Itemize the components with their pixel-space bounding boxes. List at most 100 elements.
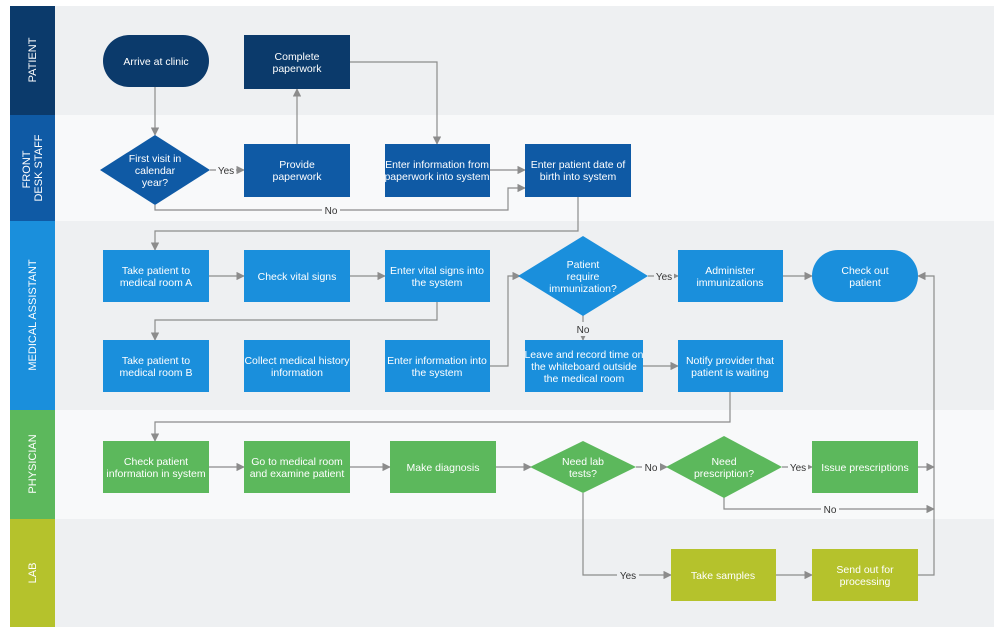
node-label-line: medical room A	[120, 277, 192, 289]
node-label-line: the system	[412, 277, 463, 289]
node-label-line: Check out	[841, 265, 888, 277]
node-label-check-vitals: Check vital signs	[258, 271, 337, 283]
lane-header-front-desk	[10, 115, 55, 221]
edge-notify-to-check-info	[150, 392, 731, 442]
node-label-line: information in system	[106, 468, 205, 480]
node-label-line: Administer	[705, 265, 755, 277]
edge-label-bg	[216, 163, 236, 177]
node-take-room-b	[103, 340, 209, 392]
lane-header-lab	[10, 519, 55, 627]
node-take-room-a	[103, 250, 209, 302]
edge-label-yes-rx: Yes	[790, 463, 806, 474]
edge-need-lab-yes	[582, 493, 672, 580]
node-label-line: Take samples	[691, 570, 755, 582]
edge-label-bg	[654, 269, 674, 283]
node-go-to-room	[244, 441, 350, 493]
node-label-line: paperwork	[272, 63, 322, 75]
node-label-arrive-at-clinic: Arrive at clinic	[123, 56, 188, 68]
node-label-line: processing	[840, 576, 891, 588]
node-enter-info-from-paperwork	[385, 144, 490, 197]
node-label-line: Leave and record time on	[524, 349, 643, 361]
edge-label-no-lab: No	[645, 463, 658, 474]
edge-label-yes-lab: Yes	[620, 571, 636, 582]
node-label-line: Complete	[275, 51, 320, 63]
lane-header-patient	[10, 6, 55, 115]
node-label-line: tests?	[569, 468, 597, 480]
edge-label-bg	[788, 460, 808, 474]
node-enter-dob	[525, 144, 631, 197]
lane-header-physician	[10, 410, 55, 519]
node-check-vitals	[244, 250, 350, 302]
node-label-line: calendar	[135, 165, 176, 177]
edge-label-bg	[574, 322, 592, 336]
edge-enter-info-ma-to-immun	[490, 271, 521, 367]
node-label-line: immunizations	[696, 277, 763, 289]
node-label-line: medical room B	[120, 367, 193, 379]
node-label-line: the system	[412, 367, 463, 379]
node-check-out-patient	[812, 250, 918, 302]
node-arrive-at-clinic	[103, 35, 209, 87]
node-first-visit-decision	[100, 135, 210, 205]
node-label-line: Collect medical history	[244, 355, 350, 367]
edge-label-yes-first-visit: Yes	[218, 166, 234, 177]
node-label-line: prescription?	[694, 468, 754, 480]
node-label-line: and examine patient	[250, 468, 345, 480]
node-label-line: First visit in	[129, 153, 182, 165]
lane-label-lab: LAB	[27, 563, 39, 584]
node-administer-immunizations	[678, 250, 783, 302]
node-label-line: Check patient	[124, 456, 188, 468]
node-enter-vitals	[385, 250, 490, 302]
edge-dob-to-room-a	[150, 197, 579, 251]
node-label-line: Enter information from	[385, 159, 489, 171]
edge-label-no-first-visit: No	[325, 206, 338, 217]
node-issue-prescriptions	[812, 441, 918, 493]
node-enter-info-ma	[385, 340, 490, 392]
node-label-line: Send out for	[836, 564, 894, 576]
lane-label-physician: PHYSICIAN	[27, 434, 39, 493]
node-label-make-diagnosis: Make diagnosis	[407, 462, 480, 474]
node-check-patient-info	[103, 441, 209, 493]
node-complete-paperwork	[244, 35, 350, 89]
lane-label-medical-assistant: MEDICAL ASSISTANT	[27, 259, 39, 371]
edge-label-bg	[617, 568, 639, 582]
node-notify-provider	[678, 340, 783, 392]
node-label-issue-prescriptions: Issue prescriptions	[821, 462, 909, 474]
edge-enter-vitals-to-room-b	[150, 302, 438, 341]
node-label-line: paperwork	[272, 171, 322, 183]
node-label-line: Patient	[567, 259, 600, 271]
node-label-line: require	[567, 271, 600, 283]
node-label-line: year?	[142, 177, 168, 189]
edge-first-visit-no	[154, 183, 526, 211]
lane-label-patient: PATIENT	[27, 37, 39, 82]
edge-complete-to-enter-info	[350, 61, 442, 145]
lane-label-front-desk-line2: DESK STAFF	[33, 134, 45, 201]
node-leave-record-time	[525, 340, 643, 392]
node-label-line: Make diagnosis	[407, 462, 480, 474]
node-take-samples	[671, 549, 776, 601]
edge-label-no-immun: No	[577, 325, 590, 336]
edge-label-bg	[322, 203, 340, 217]
node-label-line: paperwork into system	[384, 171, 489, 183]
edge-label-bg	[642, 460, 660, 474]
node-label-line: Take patient to	[122, 355, 190, 367]
node-label-line: Enter vital signs into	[390, 265, 484, 277]
node-label-line: Go to medical room	[251, 456, 343, 468]
node-label-line: Enter information into	[387, 355, 487, 367]
edge-label-bg	[821, 502, 839, 516]
lane-label-front-desk: FRONT DESK STAFF	[21, 134, 45, 201]
node-label-line: the whiteboard outside	[531, 361, 637, 373]
